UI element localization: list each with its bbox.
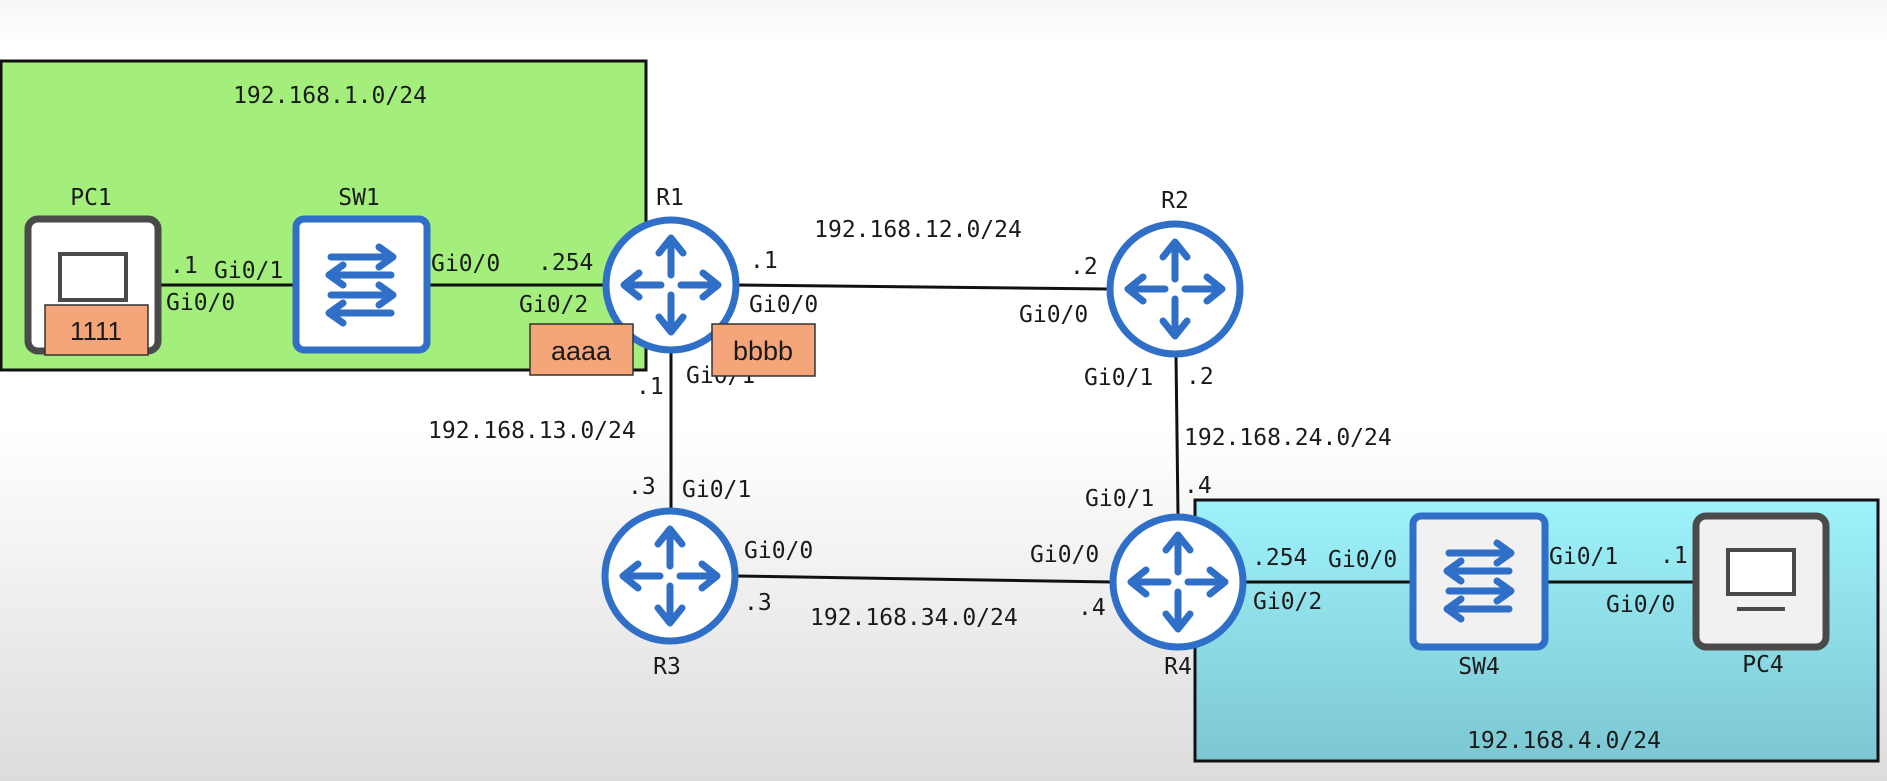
r4-gi01-ip-label: .4 — [1184, 473, 1212, 499]
monitor-icon — [1726, 548, 1796, 611]
sw1-gi01-label: Gi0/1 — [214, 258, 283, 284]
r3-gi00-ip-label: .3 — [744, 590, 772, 616]
r1-right-tag-text: bbbb — [733, 336, 793, 366]
lan1-subnet-label: 192.168.1.0/24 — [233, 83, 427, 109]
r1-gi01-ip-label: .1 — [636, 374, 664, 400]
pc4-label: PC4 — [1742, 652, 1784, 678]
sw1-gi00-label: Gi0/0 — [431, 251, 500, 277]
r2-gi00-ip-label: .2 — [1070, 254, 1098, 280]
r4-gi02-label: Gi0/2 — [1253, 589, 1322, 615]
sw1-device[interactable] — [292, 215, 431, 354]
r3-gi01-ip-label: .3 — [628, 474, 656, 500]
r2-label: R2 — [1161, 188, 1189, 214]
pc1-label: PC1 — [70, 185, 112, 211]
r3-r4-subnet-label: 192.168.34.0/24 — [810, 605, 1018, 631]
r4-gi00-ip-label: .4 — [1078, 595, 1106, 621]
r2-r4-subnet-label: 192.168.24.0/24 — [1184, 425, 1392, 451]
r4-device[interactable] — [1109, 513, 1247, 651]
sw4-gi00-label: Gi0/0 — [1328, 547, 1397, 573]
r2-device[interactable] — [1106, 220, 1244, 358]
r1-label: R1 — [656, 185, 684, 211]
r3-gi01-label: Gi0/1 — [682, 477, 751, 503]
r3-gi00-label: Gi0/0 — [744, 538, 813, 564]
sw4-gi01-label: Gi0/1 — [1549, 544, 1618, 570]
r3-device[interactable] — [601, 507, 739, 645]
r2-gi01-label: Gi0/1 — [1084, 365, 1153, 391]
r4-label: R4 — [1164, 654, 1192, 680]
r2-gi01-ip-label: .2 — [1186, 364, 1214, 390]
r3-label: R3 — [653, 654, 681, 680]
r4-gi01-label: Gi0/1 — [1085, 486, 1154, 512]
pc1-ip-label: .1 — [170, 253, 198, 279]
link-r1-r2 — [736, 283, 1109, 291]
link-r2-r4 — [1174, 354, 1180, 516]
sw4-label: SW4 — [1458, 654, 1500, 680]
pc1-tag: 1111 — [44, 304, 149, 356]
pc1-tag-text: 1111 — [70, 316, 122, 346]
r1-gi00-ip-label: .1 — [750, 248, 778, 274]
sw4-device[interactable] — [1409, 512, 1549, 651]
pc1-gi00-label: Gi0/0 — [166, 290, 235, 316]
r4-gi00-label: Gi0/0 — [1030, 542, 1099, 568]
lan4-subnet-label: 192.168.4.0/24 — [1467, 728, 1661, 754]
pc4-ip-label: .1 — [1660, 543, 1688, 569]
r1-left-tag-text: aaaa — [551, 336, 612, 366]
r1-gi00-label: Gi0/0 — [749, 292, 818, 318]
r1-device[interactable] — [602, 216, 740, 354]
r1-left-tag: aaaa — [529, 323, 634, 376]
r4-lan-ip-label: .254 — [1252, 545, 1307, 571]
sw1-label: SW1 — [338, 185, 380, 211]
r1-lan-ip-label: .254 — [538, 250, 593, 276]
r2-gi00-label: Gi0/0 — [1019, 302, 1088, 328]
r1-gi02-label: Gi0/2 — [519, 292, 588, 318]
r1-right-tag: bbbb — [711, 323, 816, 377]
pc4-device[interactable] — [1692, 512, 1830, 651]
link-r3-r4 — [735, 574, 1113, 584]
monitor-icon — [58, 252, 128, 302]
r1-r2-subnet-label: 192.168.12.0/24 — [814, 217, 1022, 243]
pc4-gi00-label: Gi0/0 — [1606, 592, 1675, 618]
r1-r3-subnet-label: 192.168.13.0/24 — [428, 418, 636, 444]
